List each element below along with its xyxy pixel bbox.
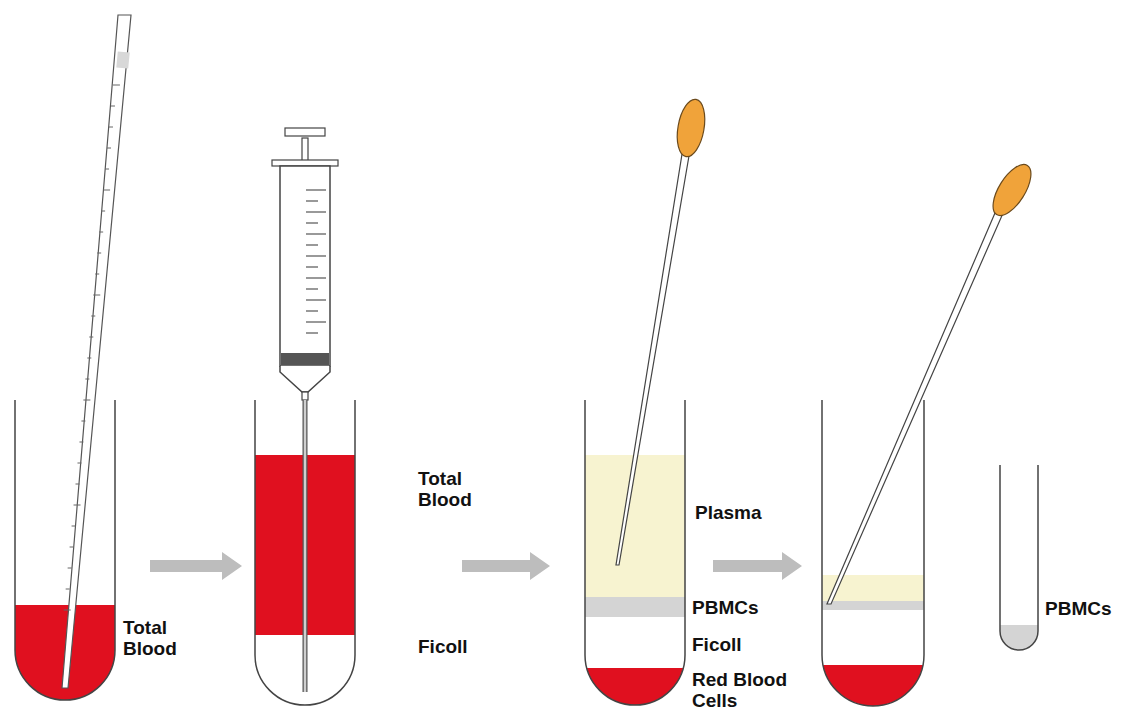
pipette-liquid: [116, 51, 129, 68]
layer-label: PBMCs: [692, 598, 759, 619]
step-arrow: [462, 552, 550, 580]
step-arrow: [150, 552, 242, 580]
layer-label: Red Blood Cells: [692, 670, 804, 711]
test-tube: [255, 400, 355, 705]
layer-label: PBMCs: [1045, 599, 1112, 620]
test-tube: [822, 400, 924, 706]
pipette-graduations: [64, 85, 120, 610]
step-arrow: [713, 552, 802, 580]
graduated-pipette: [62, 15, 131, 688]
layer-label: Plasma: [695, 503, 762, 524]
layer-label: Ficoll: [418, 637, 468, 658]
syringe: [272, 128, 338, 692]
separated-layers: [580, 455, 690, 718]
collection-tube: [1000, 465, 1038, 650]
layer-label: Total Blood: [123, 618, 195, 659]
layer-label: Ficoll: [692, 635, 742, 656]
pasteur-pipette: [827, 159, 1038, 604]
pasteur-pipette: [616, 97, 709, 565]
layer-label: Total Blood: [418, 469, 490, 510]
